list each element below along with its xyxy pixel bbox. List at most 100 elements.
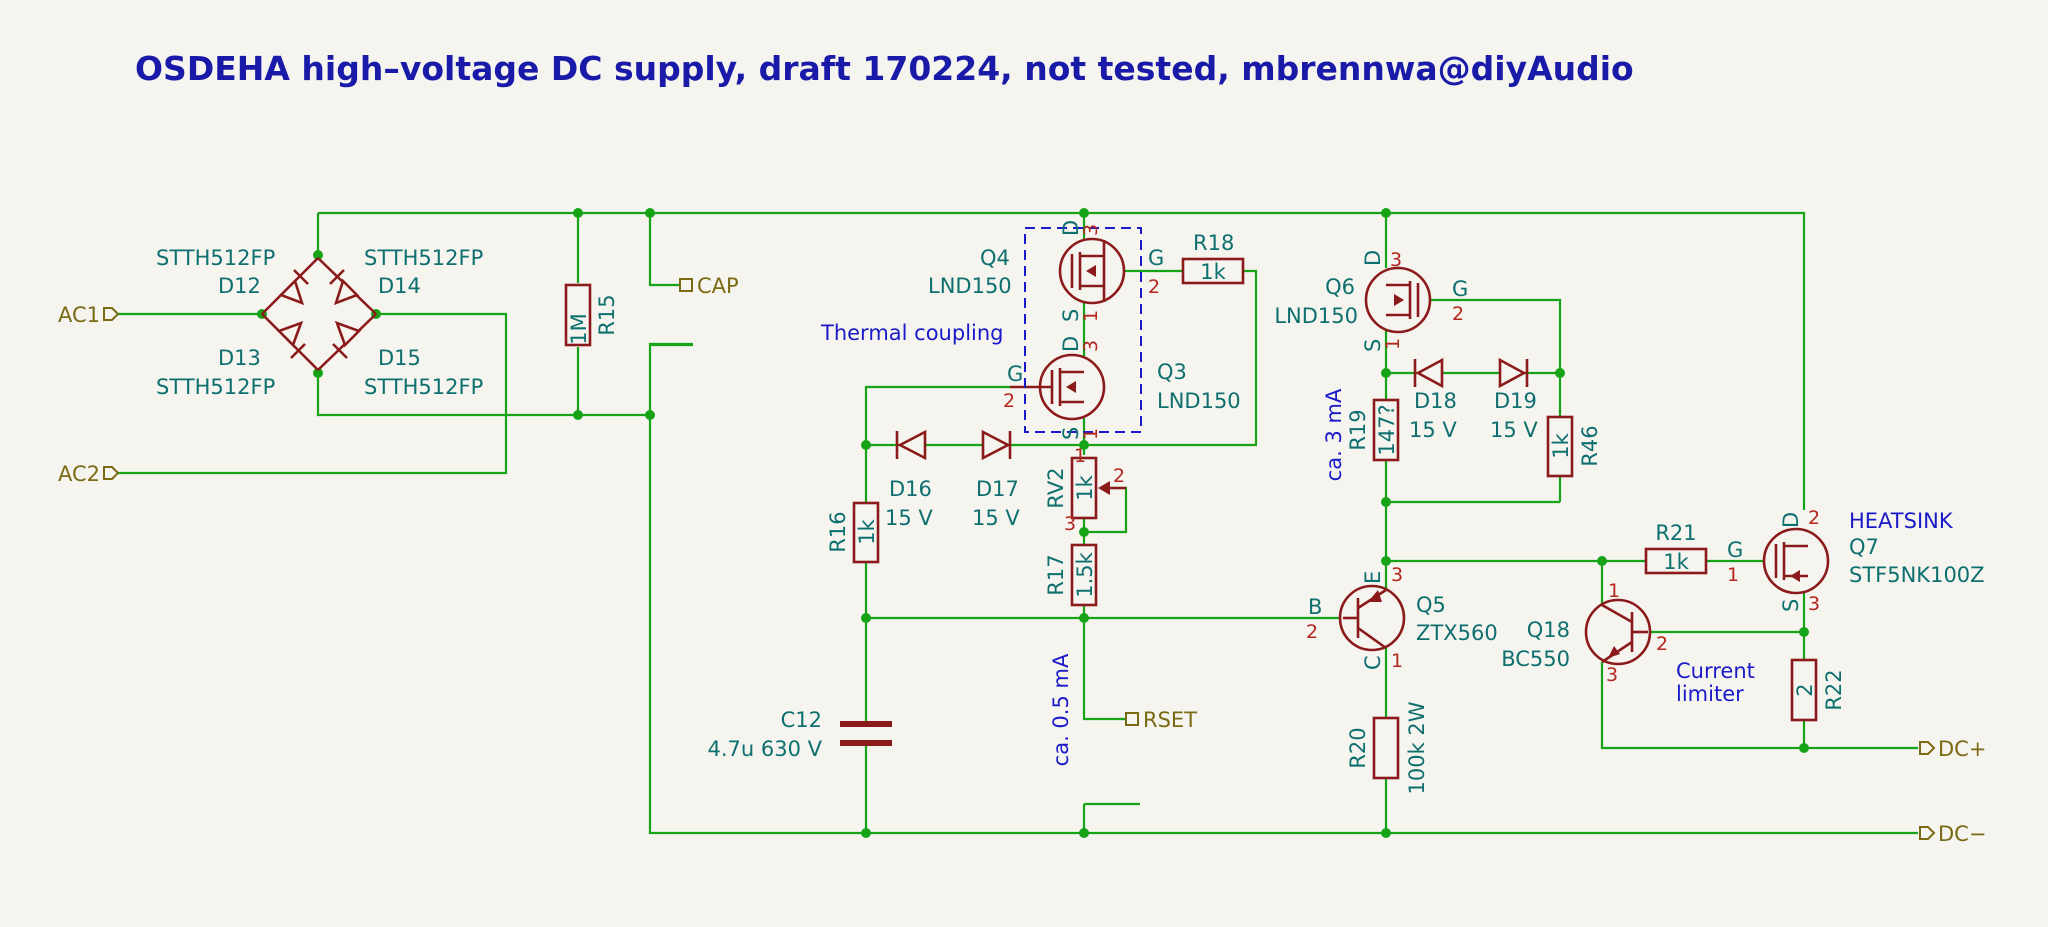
rv2-value: 1k bbox=[1073, 474, 1097, 500]
q18-ref: Q18 bbox=[1527, 618, 1570, 642]
mosfet-q3 bbox=[1010, 353, 1106, 421]
q3-value: LND150 bbox=[1157, 389, 1241, 413]
q4-pin-g: G bbox=[1148, 246, 1164, 270]
diode-d13 bbox=[261, 313, 319, 371]
q6-pin-3: 3 bbox=[1390, 249, 1402, 271]
q18-pin-2: 2 bbox=[1656, 633, 1668, 655]
potentiometer-rv2 bbox=[1070, 456, 1126, 520]
q3-pin-2: 2 bbox=[1003, 390, 1015, 412]
r22-value: 2 bbox=[1793, 683, 1817, 696]
q4-pin-2: 2 bbox=[1148, 276, 1160, 298]
r19-value: 147? bbox=[1375, 404, 1399, 455]
zener-d16 bbox=[895, 429, 927, 461]
mosfet-q4 bbox=[1058, 237, 1126, 305]
q5-pin-3: 3 bbox=[1391, 564, 1403, 586]
q4-pin-3: 3 bbox=[1080, 224, 1102, 236]
diode-d12 bbox=[261, 257, 319, 315]
resistor-r19 bbox=[1372, 398, 1400, 462]
d14-ref: D14 bbox=[378, 274, 421, 298]
port-dc-minus: DC− bbox=[1938, 822, 1986, 846]
pin-labels: D 3 G 2 S 1 D 3 G 2 S 1 1 2 3 D 3 G 2 S … bbox=[1003, 220, 1820, 686]
diode-d15 bbox=[317, 313, 377, 371]
r18-ref: R18 bbox=[1193, 231, 1234, 255]
d12-value: STTH512FP bbox=[156, 246, 275, 270]
resistor-r15 bbox=[564, 283, 592, 347]
q6-pin-2: 2 bbox=[1452, 303, 1464, 325]
zener-d17 bbox=[981, 429, 1012, 461]
d17-ref: D17 bbox=[976, 477, 1019, 501]
c12-ref: C12 bbox=[781, 708, 822, 732]
junctions bbox=[257, 208, 1809, 838]
port-ac1: AC1 bbox=[58, 303, 100, 327]
d17-value: 15 V bbox=[972, 506, 1020, 530]
transistor-q5 bbox=[1338, 584, 1406, 652]
resistor-r22 bbox=[1790, 658, 1818, 722]
q4-pin-1: 1 bbox=[1080, 310, 1102, 322]
mosfet-q7 bbox=[1762, 527, 1830, 595]
schematic-title: OSDEHA high–voltage DC supply, draft 170… bbox=[135, 49, 1634, 88]
r18-value: 1k bbox=[1200, 260, 1226, 284]
q7-ref: Q7 bbox=[1849, 535, 1879, 559]
r22-ref: R22 bbox=[1822, 669, 1846, 710]
q7-pin-3: 3 bbox=[1808, 593, 1820, 615]
r21-value: 1k bbox=[1663, 550, 1689, 574]
q3-pin-d: D bbox=[1059, 336, 1083, 352]
port-rset: RSET bbox=[1143, 708, 1197, 732]
d19-value: 15 V bbox=[1490, 418, 1538, 442]
r20-ref: R20 bbox=[1346, 727, 1370, 768]
resistor-r21 bbox=[1644, 547, 1708, 575]
q5-pin-b: B bbox=[1308, 595, 1322, 619]
r46-ref: R46 bbox=[1578, 425, 1602, 466]
r20-value: 100k 2W bbox=[1405, 701, 1429, 794]
transistor-q18 bbox=[1584, 598, 1652, 666]
q7-pin-1: 1 bbox=[1727, 564, 1739, 586]
d14-value: STTH512FP bbox=[364, 246, 483, 270]
r15-value: 1M bbox=[567, 313, 591, 344]
d15-ref: D15 bbox=[378, 346, 421, 370]
d16-value: 15 V bbox=[885, 506, 933, 530]
q4-ref: Q4 bbox=[980, 246, 1010, 270]
port-ac2: AC2 bbox=[58, 462, 100, 486]
r16-value: 1k bbox=[855, 518, 879, 544]
q6-pin-s: S bbox=[1361, 339, 1385, 352]
d15-value: STTH512FP bbox=[364, 375, 483, 399]
resistor-r16 bbox=[852, 501, 880, 564]
heatsink-note: HEATSINK bbox=[1849, 509, 1954, 533]
q18-pin-1: 1 bbox=[1608, 580, 1620, 602]
q7-pin-d: D bbox=[1779, 512, 1803, 528]
q18-pin-3: 3 bbox=[1606, 664, 1618, 686]
r46-value: 1k bbox=[1549, 432, 1573, 458]
q5-pin-1: 1 bbox=[1391, 650, 1403, 672]
r21-ref: R21 bbox=[1655, 521, 1696, 545]
q5-pin-e: E bbox=[1361, 571, 1385, 584]
current-limiter-note-2: limiter bbox=[1676, 682, 1744, 706]
d16-ref: D16 bbox=[889, 477, 932, 501]
rv2-ref: RV2 bbox=[1044, 467, 1068, 508]
q4-pin-d: D bbox=[1059, 220, 1083, 236]
thermal-coupling-note: Thermal coupling bbox=[820, 321, 1004, 345]
q3-ref: Q3 bbox=[1157, 360, 1187, 384]
d18-ref: D18 bbox=[1414, 389, 1457, 413]
q5-ref: Q5 bbox=[1416, 593, 1446, 617]
q7-pin-s: S bbox=[1779, 599, 1803, 612]
rv2-pin-2: 2 bbox=[1113, 465, 1125, 487]
thermal-coupling-box bbox=[1024, 227, 1142, 433]
rv2-pin-3: 3 bbox=[1064, 513, 1076, 535]
r19-ref: R19 bbox=[1346, 409, 1370, 450]
zener-d19 bbox=[1498, 357, 1529, 389]
resistor-r18 bbox=[1181, 257, 1245, 285]
d13-value: STTH512FP bbox=[156, 375, 275, 399]
diode-d14 bbox=[317, 257, 377, 315]
bridge-rectifier bbox=[261, 257, 377, 371]
q6-pin-d: D bbox=[1361, 250, 1385, 266]
q7-value: STF5NK100Z bbox=[1849, 563, 1985, 587]
d19-ref: D19 bbox=[1494, 389, 1537, 413]
q4-pin-s: S bbox=[1059, 309, 1083, 322]
zener-d18 bbox=[1413, 357, 1444, 389]
q5-pin-2: 2 bbox=[1306, 621, 1318, 643]
q4-value: LND150 bbox=[928, 274, 1012, 298]
q7-pin-2: 2 bbox=[1808, 507, 1820, 529]
rv2-pin-1: 1 bbox=[1074, 445, 1086, 467]
q6-pin-1: 1 bbox=[1382, 338, 1404, 350]
